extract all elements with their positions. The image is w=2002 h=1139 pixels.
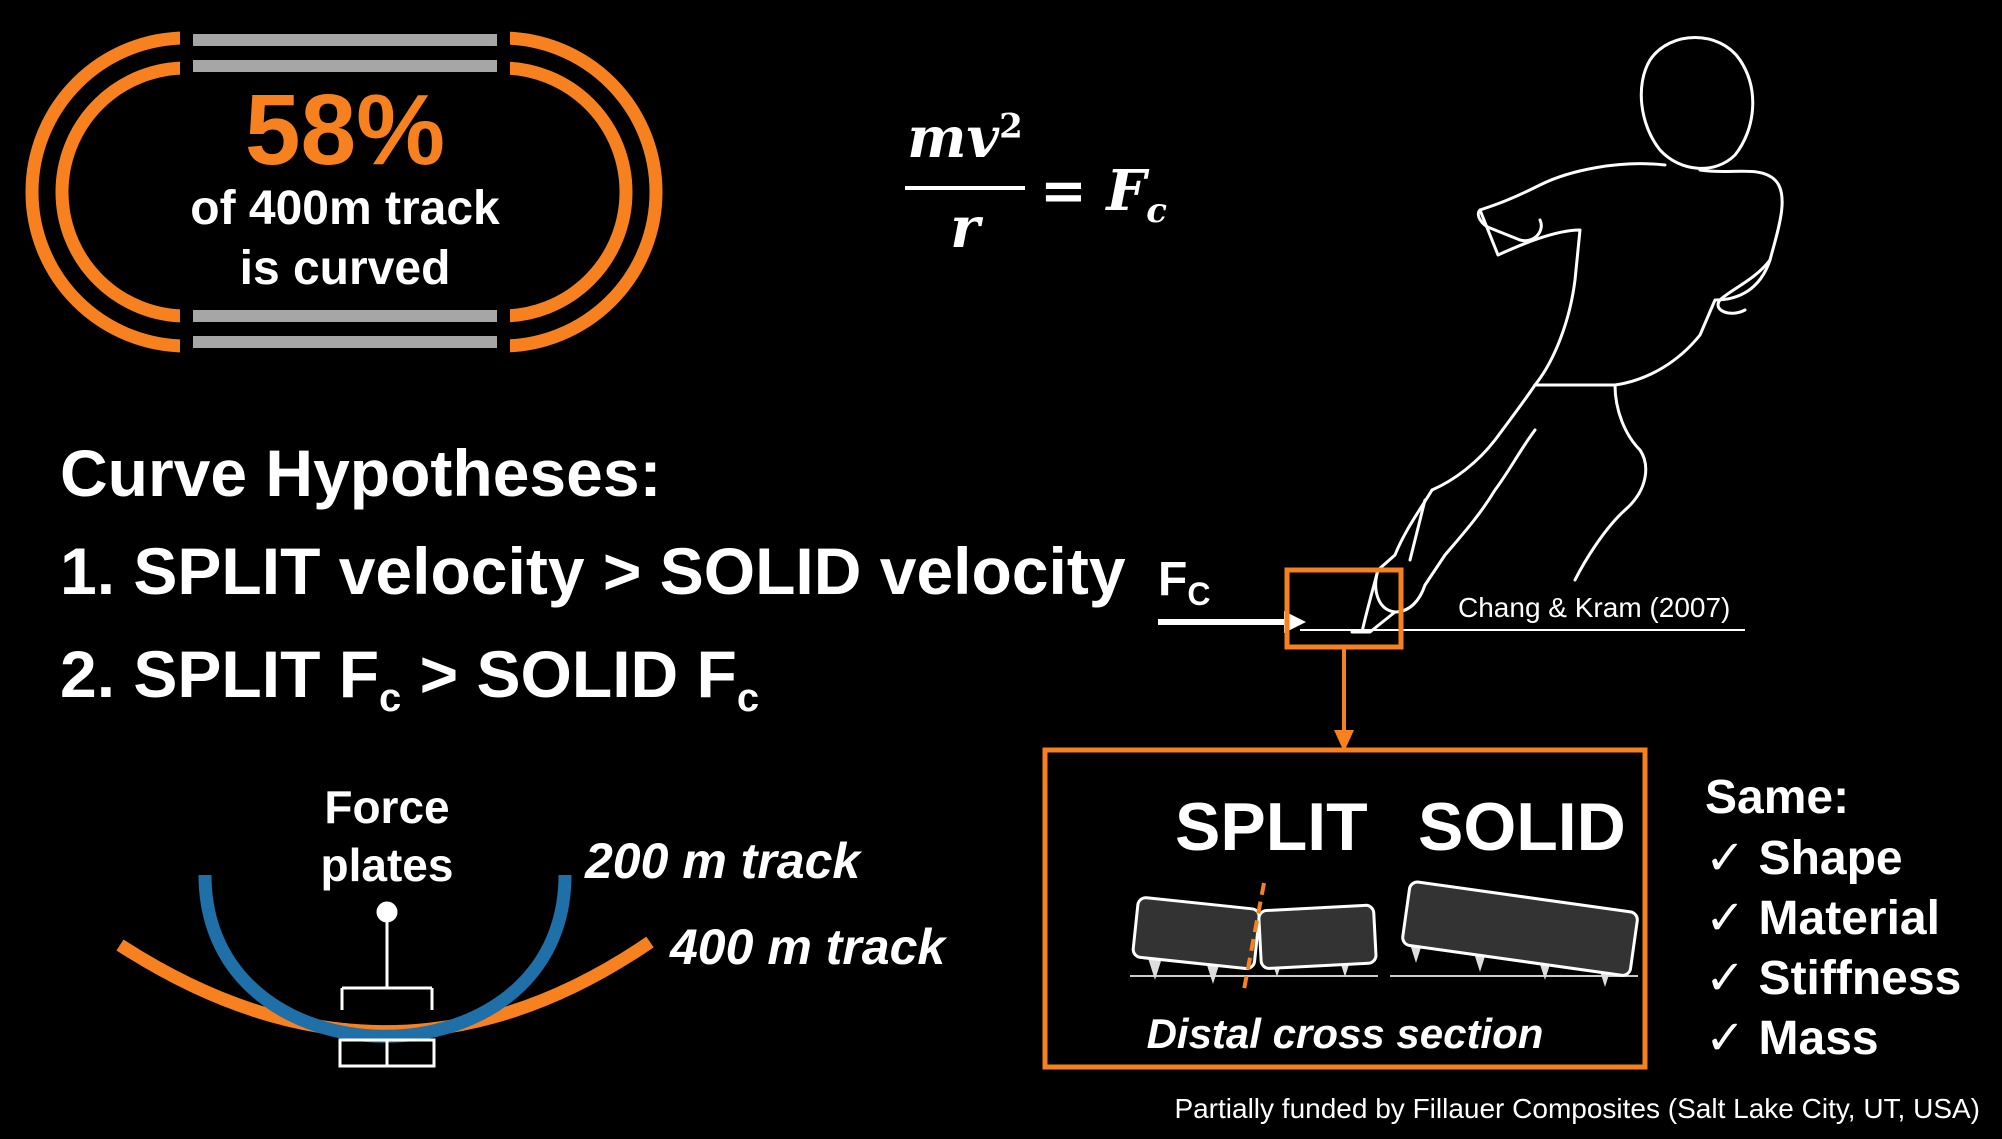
rhs-text: = F	[1040, 158, 1147, 224]
split-label: SPLIT	[1175, 789, 1368, 865]
track-stat-line2: is curved	[239, 242, 451, 295]
runner-outline-icon	[1350, 36, 1784, 634]
equation-denominator: r	[950, 195, 980, 261]
force-label-sub: C	[1187, 576, 1211, 612]
hypothesis-2-part-a: 2. SPLIT F	[60, 637, 380, 711]
oval-track-icon	[25, 26, 663, 358]
track-curve-percent: 58%	[244, 74, 446, 186]
citation: Chang & Kram (2007)	[1458, 592, 1731, 623]
cross-section-caption: Distal cross section	[1146, 1010, 1544, 1057]
force-plates-line2: plates	[320, 839, 454, 891]
same-item-stiffness: ✓ Stiffness	[1705, 952, 1962, 1005]
force-plates-icon	[338, 901, 436, 1068]
hypothesis-1: 1. SPLIT velocity > SOLID velocity	[60, 534, 1126, 608]
force-plates-line1: Force	[324, 781, 450, 833]
split-foot-icon	[1130, 882, 1378, 996]
track-400-label: 400 m track	[670, 919, 946, 975]
same-item-mass: ✓ Mass	[1705, 1012, 1879, 1065]
equation-numerator: mv2	[905, 105, 1025, 171]
solid-foot-icon	[1390, 880, 1639, 987]
hypothesis-2-sub2: c	[736, 676, 760, 720]
equation-rhs: = Fc	[1040, 158, 1167, 231]
cross-section-box	[1042, 747, 1648, 1070]
solid-label: SOLID	[1418, 789, 1626, 865]
hypothesis-2-part-b: > SOLID F	[401, 637, 737, 711]
same-title: Same:	[1705, 771, 1850, 824]
numerator-text: mv	[907, 105, 1000, 171]
track-200-label: 200 m track	[585, 833, 861, 889]
track-200-curve	[198, 874, 572, 1043]
exponent-text: 2	[999, 106, 1023, 147]
hypothesis-2: 2. SPLIT Fc > SOLID Fc	[60, 636, 759, 721]
track-stat-line1: of 400m track	[190, 182, 500, 235]
hypotheses-title: Curve Hypotheses:	[60, 436, 662, 510]
rhs-sub-text: c	[1146, 191, 1167, 232]
hypothesis-2-sub1: c	[379, 676, 402, 720]
force-label: FC	[1158, 552, 1210, 613]
funding-footer: Partially funded by Fillauer Composites …	[1174, 1093, 1980, 1124]
same-item-shape: ✓ Shape	[1705, 832, 1903, 885]
force-label-text: F	[1158, 553, 1188, 606]
down-arrow-icon	[1334, 730, 1354, 752]
same-item-material: ✓ Material	[1705, 892, 1940, 945]
